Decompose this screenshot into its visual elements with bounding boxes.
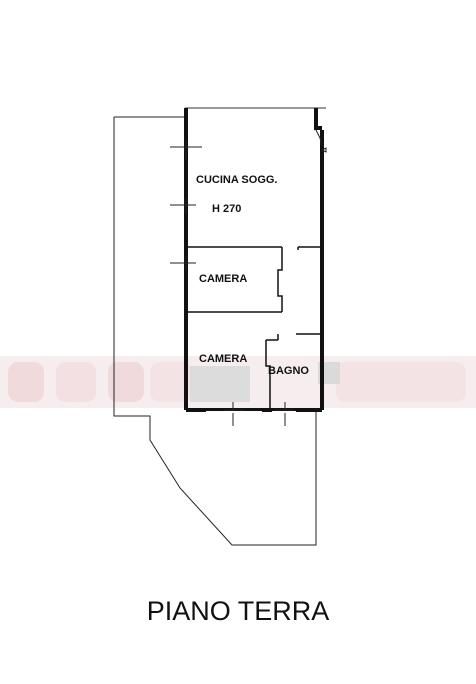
window-marks — [170, 140, 294, 426]
room-label-height: H 270 — [212, 203, 241, 215]
room-label-bagno: BAGNO — [268, 365, 309, 377]
room-label-camera-2: CAMERA — [199, 353, 247, 365]
door-swing-top — [315, 129, 327, 153]
terrace-outline — [113, 116, 317, 546]
interior-partitions — [186, 246, 322, 410]
room-label-camera-1: CAMERA — [199, 273, 247, 285]
floor-title: PIANO TERRA — [147, 596, 330, 626]
watermark — [0, 356, 476, 408]
room-label-cucina: CUCINA SOGG. — [196, 174, 278, 186]
